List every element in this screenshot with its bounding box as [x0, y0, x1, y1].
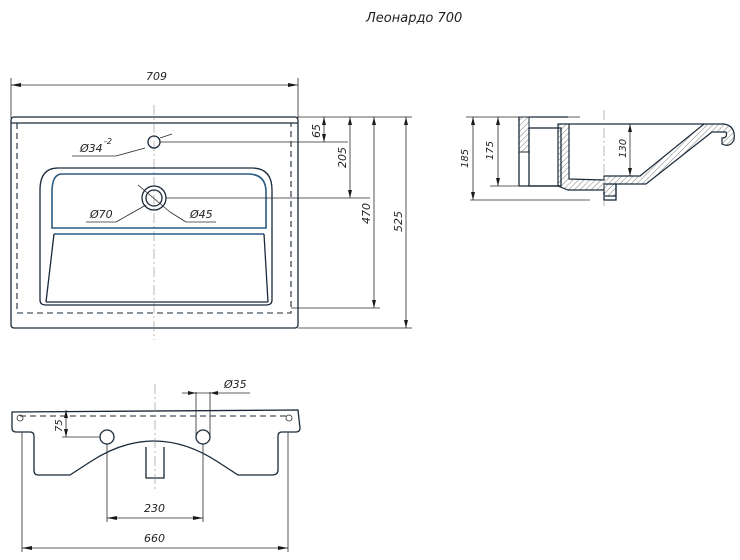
top-view: 709 Ø34 -2 Ø70 Ø45 — [10, 70, 412, 340]
dim-65: 65 — [310, 124, 323, 138]
dim-185: 185 — [460, 149, 471, 168]
dim-525: 525 — [392, 211, 405, 232]
label-hole-34-tolerance: -2 — [104, 137, 112, 146]
dim-75: 75 — [54, 419, 65, 432]
drawing-title: Леонардо 700 — [365, 11, 462, 26]
dim-205: 205 — [336, 147, 349, 168]
dim-660: 660 — [144, 532, 165, 545]
front-view: Ø35 75 230 660 — [11, 378, 301, 552]
side-section-view: 185 175 130 — [460, 110, 735, 206]
dim-709: 709 — [146, 70, 167, 83]
dim-470: 470 — [360, 203, 373, 224]
label-hole-35: Ø35 — [223, 378, 247, 391]
dim-175: 175 — [485, 141, 496, 160]
dim-230: 230 — [144, 502, 165, 515]
label-drain-70: Ø70 — [89, 208, 113, 221]
label-hole-34: Ø34 — [79, 142, 103, 155]
label-drain-45: Ø45 — [189, 208, 213, 221]
dim-130: 130 — [618, 139, 629, 158]
